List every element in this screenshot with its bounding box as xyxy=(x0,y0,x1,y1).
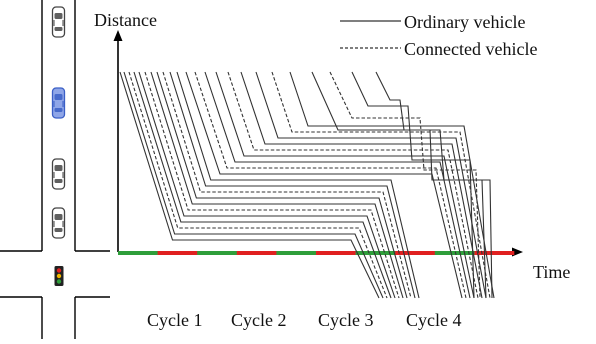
ordinary-car-icon xyxy=(51,207,66,239)
signal-green-segment xyxy=(355,251,396,255)
cycle-label-3: Cycle 3 xyxy=(318,310,374,330)
signal-green-segment xyxy=(118,251,158,255)
connected-car-icon xyxy=(51,87,66,119)
ordinary-trajectory xyxy=(156,71,408,299)
ordinary-trajectory xyxy=(119,71,380,299)
ordinary-trajectory xyxy=(311,71,487,299)
legend: Ordinary vehicle Connected vehicle xyxy=(340,12,537,59)
connected-trajectory xyxy=(144,71,400,299)
ordinary-trajectory xyxy=(215,71,475,299)
signal-green-segment xyxy=(197,251,238,255)
traffic-light-lamp xyxy=(56,273,62,279)
car-windshield xyxy=(54,165,63,171)
car-windshield xyxy=(54,214,63,220)
x-axis-label: Time xyxy=(533,262,570,282)
signal-red-segment xyxy=(316,251,356,255)
y-axis-label: Distance xyxy=(94,10,157,30)
ordinary-trajectory xyxy=(289,71,495,299)
car-windshield xyxy=(54,94,63,100)
traffic-light xyxy=(54,266,64,286)
connected-trajectory xyxy=(194,71,467,299)
ordinary-trajectory xyxy=(255,71,487,299)
signal-red-segment xyxy=(395,251,436,255)
legend-item-ordinary: Ordinary vehicle xyxy=(340,12,525,32)
ordinary-trajectory xyxy=(185,71,463,299)
x-axis-arrow xyxy=(512,247,523,257)
connected-trajectory xyxy=(329,71,481,299)
ordinary-trajectory xyxy=(351,71,475,299)
signal-green-segment xyxy=(434,251,475,255)
ordinary-trajectory xyxy=(176,71,420,299)
trajectories xyxy=(119,71,495,299)
ordinary-trajectory xyxy=(123,71,384,299)
car-rear-window xyxy=(54,108,63,112)
signal-green-segment xyxy=(276,251,317,255)
connected-trajectory xyxy=(128,71,388,299)
ordinary-trajectory xyxy=(169,71,416,299)
ordinary-trajectory xyxy=(150,71,404,299)
ordinary-car-icon xyxy=(51,158,66,190)
ordinary-trajectory xyxy=(375,71,493,299)
legend-label-connected: Connected vehicle xyxy=(404,39,537,59)
ordinary-trajectory xyxy=(138,71,396,299)
connected-trajectory xyxy=(162,71,412,299)
cycle-label-1: Cycle 1 xyxy=(147,310,203,330)
ordinary-trajectory xyxy=(133,71,392,299)
ordinary-trajectory xyxy=(204,71,471,299)
cycle-label-4: Cycle 4 xyxy=(406,310,462,330)
connected-trajectory xyxy=(227,71,479,299)
connected-trajectory xyxy=(271,71,491,299)
traffic-light-lamp xyxy=(56,279,62,284)
traffic-light-lamp xyxy=(56,268,62,273)
car-rear-window xyxy=(54,179,63,183)
ordinary-trajectory xyxy=(240,71,483,299)
signal-red-segment xyxy=(157,251,198,255)
car-rear-window xyxy=(54,27,63,31)
legend-item-connected: Connected vehicle xyxy=(340,39,537,59)
y-axis-arrow xyxy=(113,30,123,41)
car-rear-window xyxy=(54,228,63,232)
legend-label-ordinary: Ordinary vehicle xyxy=(404,12,525,32)
road-vehicles xyxy=(51,6,66,239)
signal-red-segment xyxy=(474,251,515,255)
signal-red-segment xyxy=(236,251,277,255)
ordinary-car-icon xyxy=(51,6,66,38)
cycle-label-2: Cycle 2 xyxy=(231,310,287,330)
signal-bar xyxy=(118,251,515,255)
cycle-labels: Cycle 1 Cycle 2 Cycle 3 Cycle 4 xyxy=(147,310,462,330)
road xyxy=(0,0,110,339)
car-windshield xyxy=(54,13,63,19)
